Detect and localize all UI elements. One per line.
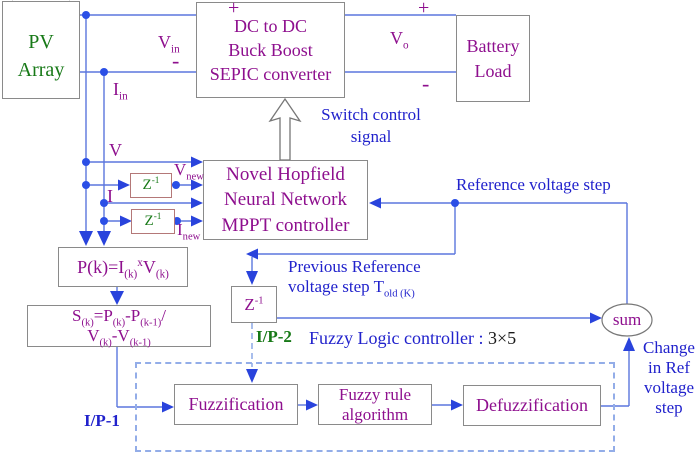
vo-label: Vo [390, 28, 409, 52]
switch-control-arrow [268, 97, 302, 161]
pv-array-label-line1: PV [28, 31, 54, 53]
junction-dots [82, 11, 459, 225]
converter-label-line2: Buck Boost [228, 39, 313, 60]
arrowhead-into-z3 [246, 271, 258, 285]
defuzzification-block: Defuzzification [463, 385, 601, 426]
arrowhead-vnew [191, 179, 203, 191]
arrowhead-v-delay [118, 179, 130, 191]
z-delay-block-current: Z-1 [131, 209, 175, 234]
fuzzy-rule-label-line1: Fuzzy rule [338, 384, 412, 404]
slope-calc-block: S(k)=P(k)-P(k-1)/ V(k)-V(k-1) [27, 305, 211, 349]
wire-converter-to-battery [345, 14, 456, 73]
arrowhead-p-to-s [110, 291, 124, 305]
arrowhead-inew [191, 215, 203, 227]
arrowhead-previous-left [246, 248, 258, 260]
vnew-label: Vnew [174, 160, 204, 183]
hopfield-label-line2: Neural Network [224, 189, 347, 211]
wire-s-to-fuzzification [116, 347, 163, 408]
fuzzy-rule-block: Fuzzy rule algorithm [318, 384, 432, 425]
ip2-label: I/P-2 [256, 327, 292, 346]
ip1-label: I/P-1 [84, 411, 120, 430]
pv-array-label-line2: Array [17, 59, 65, 81]
sum-node-shape [601, 303, 653, 337]
arrowhead-ip1 [162, 401, 174, 413]
power-formula: P(k)=I(k)xV(k) [77, 256, 169, 281]
arrowhead-z3-to-sum [590, 312, 602, 324]
arrowhead-i-delay [120, 215, 132, 227]
wire-previous-reference [251, 203, 456, 272]
wire-pv-to-converter [80, 14, 196, 73]
converter-block: DC to DC Buck Boost SEPIC converter [196, 2, 345, 98]
i-signal-label: I [107, 186, 113, 206]
arrowhead-i-in-down [97, 231, 111, 246]
z-delay-label: Z-1 [244, 294, 264, 314]
wire-defuzzification-to-sum [601, 350, 630, 407]
battery-label-line2: Load [474, 60, 512, 81]
z-delay-block-reference: Z-1 [231, 286, 277, 323]
slope-formula-line1: S(k)=P(k)-P(k-1)/ [72, 305, 166, 328]
z-delay-label: Z-1 [144, 212, 162, 229]
fuzzy-controller-boundary [135, 362, 615, 452]
arrowhead-change-up [623, 337, 635, 351]
arrowhead-v-in-down [79, 231, 93, 246]
previous-reference-label: Previous Reference voltage step Told (K) [288, 257, 421, 300]
fuzzification-block: Fuzzification [174, 384, 298, 425]
fuzzy-controller-title: Fuzzy Logic controller : 3×5 [309, 328, 517, 348]
polarity-plus-output: + [418, 0, 430, 19]
inew-label: Inew [177, 220, 201, 243]
arrowhead-i [191, 197, 203, 209]
polarity-minus-output: - [422, 71, 430, 96]
reference-voltage-label: Reference voltage step [456, 175, 611, 194]
change-in-ref-label: Change in Ref voltage step [643, 338, 695, 418]
hopfield-controller-block: Novel Hopfield Neural Network MPPT contr… [203, 160, 368, 240]
hopfield-label-line3: MPPT controller [221, 214, 350, 236]
sum-node-label: sum [612, 310, 642, 329]
arrowhead-reference [369, 197, 381, 209]
z-delay-block-voltage: Z-1 [130, 173, 172, 198]
z-delay-label: Z-1 [142, 176, 160, 193]
polarity-minus-input: - [172, 48, 180, 73]
converter-label-line3: SEPIC converter [209, 64, 332, 85]
slope-formula-line2: V(k)-V(k-1) [87, 326, 151, 349]
arrowhead-fuzz-rule [306, 399, 318, 411]
hopfield-label-line1: Novel Hopfield [226, 164, 345, 186]
arrowhead-v [191, 156, 203, 168]
wire-reference-feedback [380, 202, 628, 304]
battery-load-block: Battery Load [456, 15, 530, 102]
vin-label: Vin [158, 32, 180, 56]
v-signal-label: V [109, 140, 122, 160]
defuzzification-label: Defuzzification [476, 395, 588, 415]
battery-label-line1: Battery [466, 36, 520, 57]
pv-array-block: PV Array [2, 1, 80, 99]
arrowhead-rule-defuzz [451, 399, 463, 411]
polarity-plus-input: + [228, 0, 240, 19]
iin-label: Iin [113, 79, 128, 103]
switch-control-label: Switch control signal [321, 105, 421, 147]
power-calc-block: P(k)=I(k)xV(k) [58, 247, 188, 287]
fuzzification-label: Fuzzification [188, 394, 284, 414]
arrowhead-ip2 [246, 369, 258, 383]
converter-label-line1: DC to DC [233, 15, 307, 36]
fuzzy-rule-label-line2: algorithm [341, 404, 409, 424]
